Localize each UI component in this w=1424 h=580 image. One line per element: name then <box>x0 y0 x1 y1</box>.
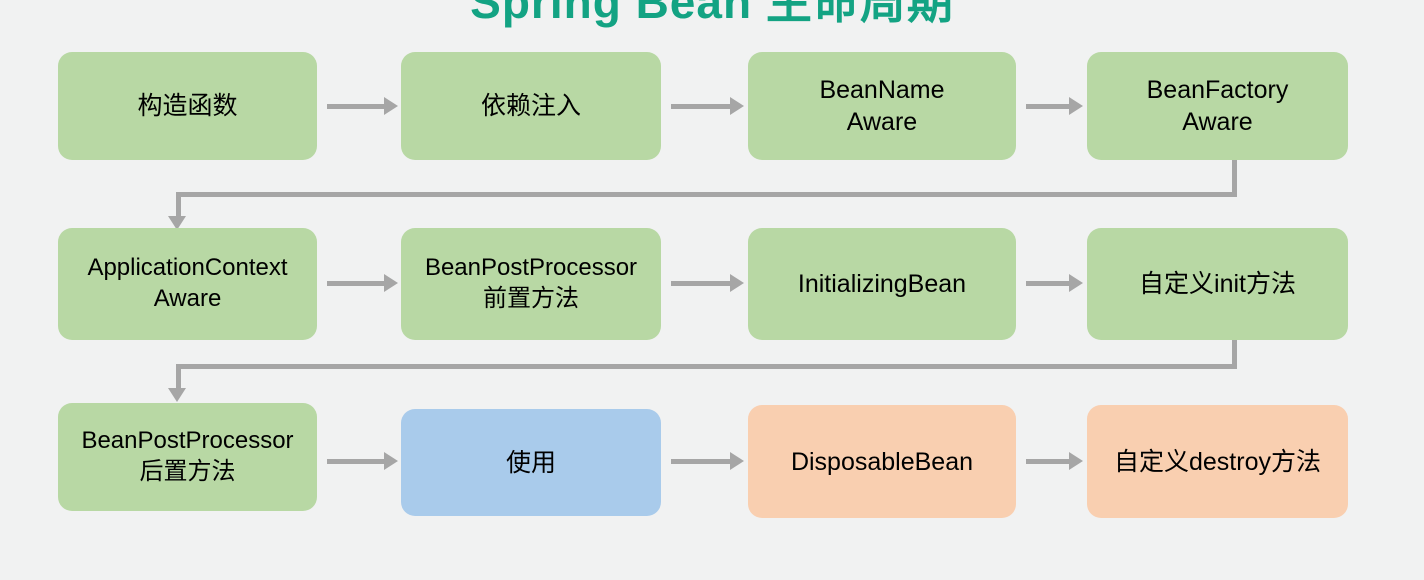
page-title: Spring Bean 生命周期 <box>470 0 954 28</box>
node-bean-name-aware[interactable]: BeanName Aware <box>748 52 1016 160</box>
node-constructor[interactable]: 构造函数 <box>58 52 317 160</box>
node-bean-post-processor-before[interactable]: BeanPostProcessor 前置方法 <box>401 228 661 340</box>
node-bean-post-processor-after[interactable]: BeanPostProcessor 后置方法 <box>58 403 317 511</box>
node-custom-destroy-method[interactable]: 自定义destroy方法 <box>1087 405 1348 518</box>
node-application-context-aware[interactable]: ApplicationContext Aware <box>58 228 317 340</box>
node-bean-factory-aware[interactable]: BeanFactory Aware <box>1087 52 1348 160</box>
node-initializing-bean[interactable]: InitializingBean <box>748 228 1016 340</box>
node-disposable-bean[interactable]: DisposableBean <box>748 405 1016 518</box>
node-in-use[interactable]: 使用 <box>401 409 661 516</box>
node-dependency-injection[interactable]: 依赖注入 <box>401 52 661 160</box>
node-custom-init-method[interactable]: 自定义init方法 <box>1087 228 1348 340</box>
